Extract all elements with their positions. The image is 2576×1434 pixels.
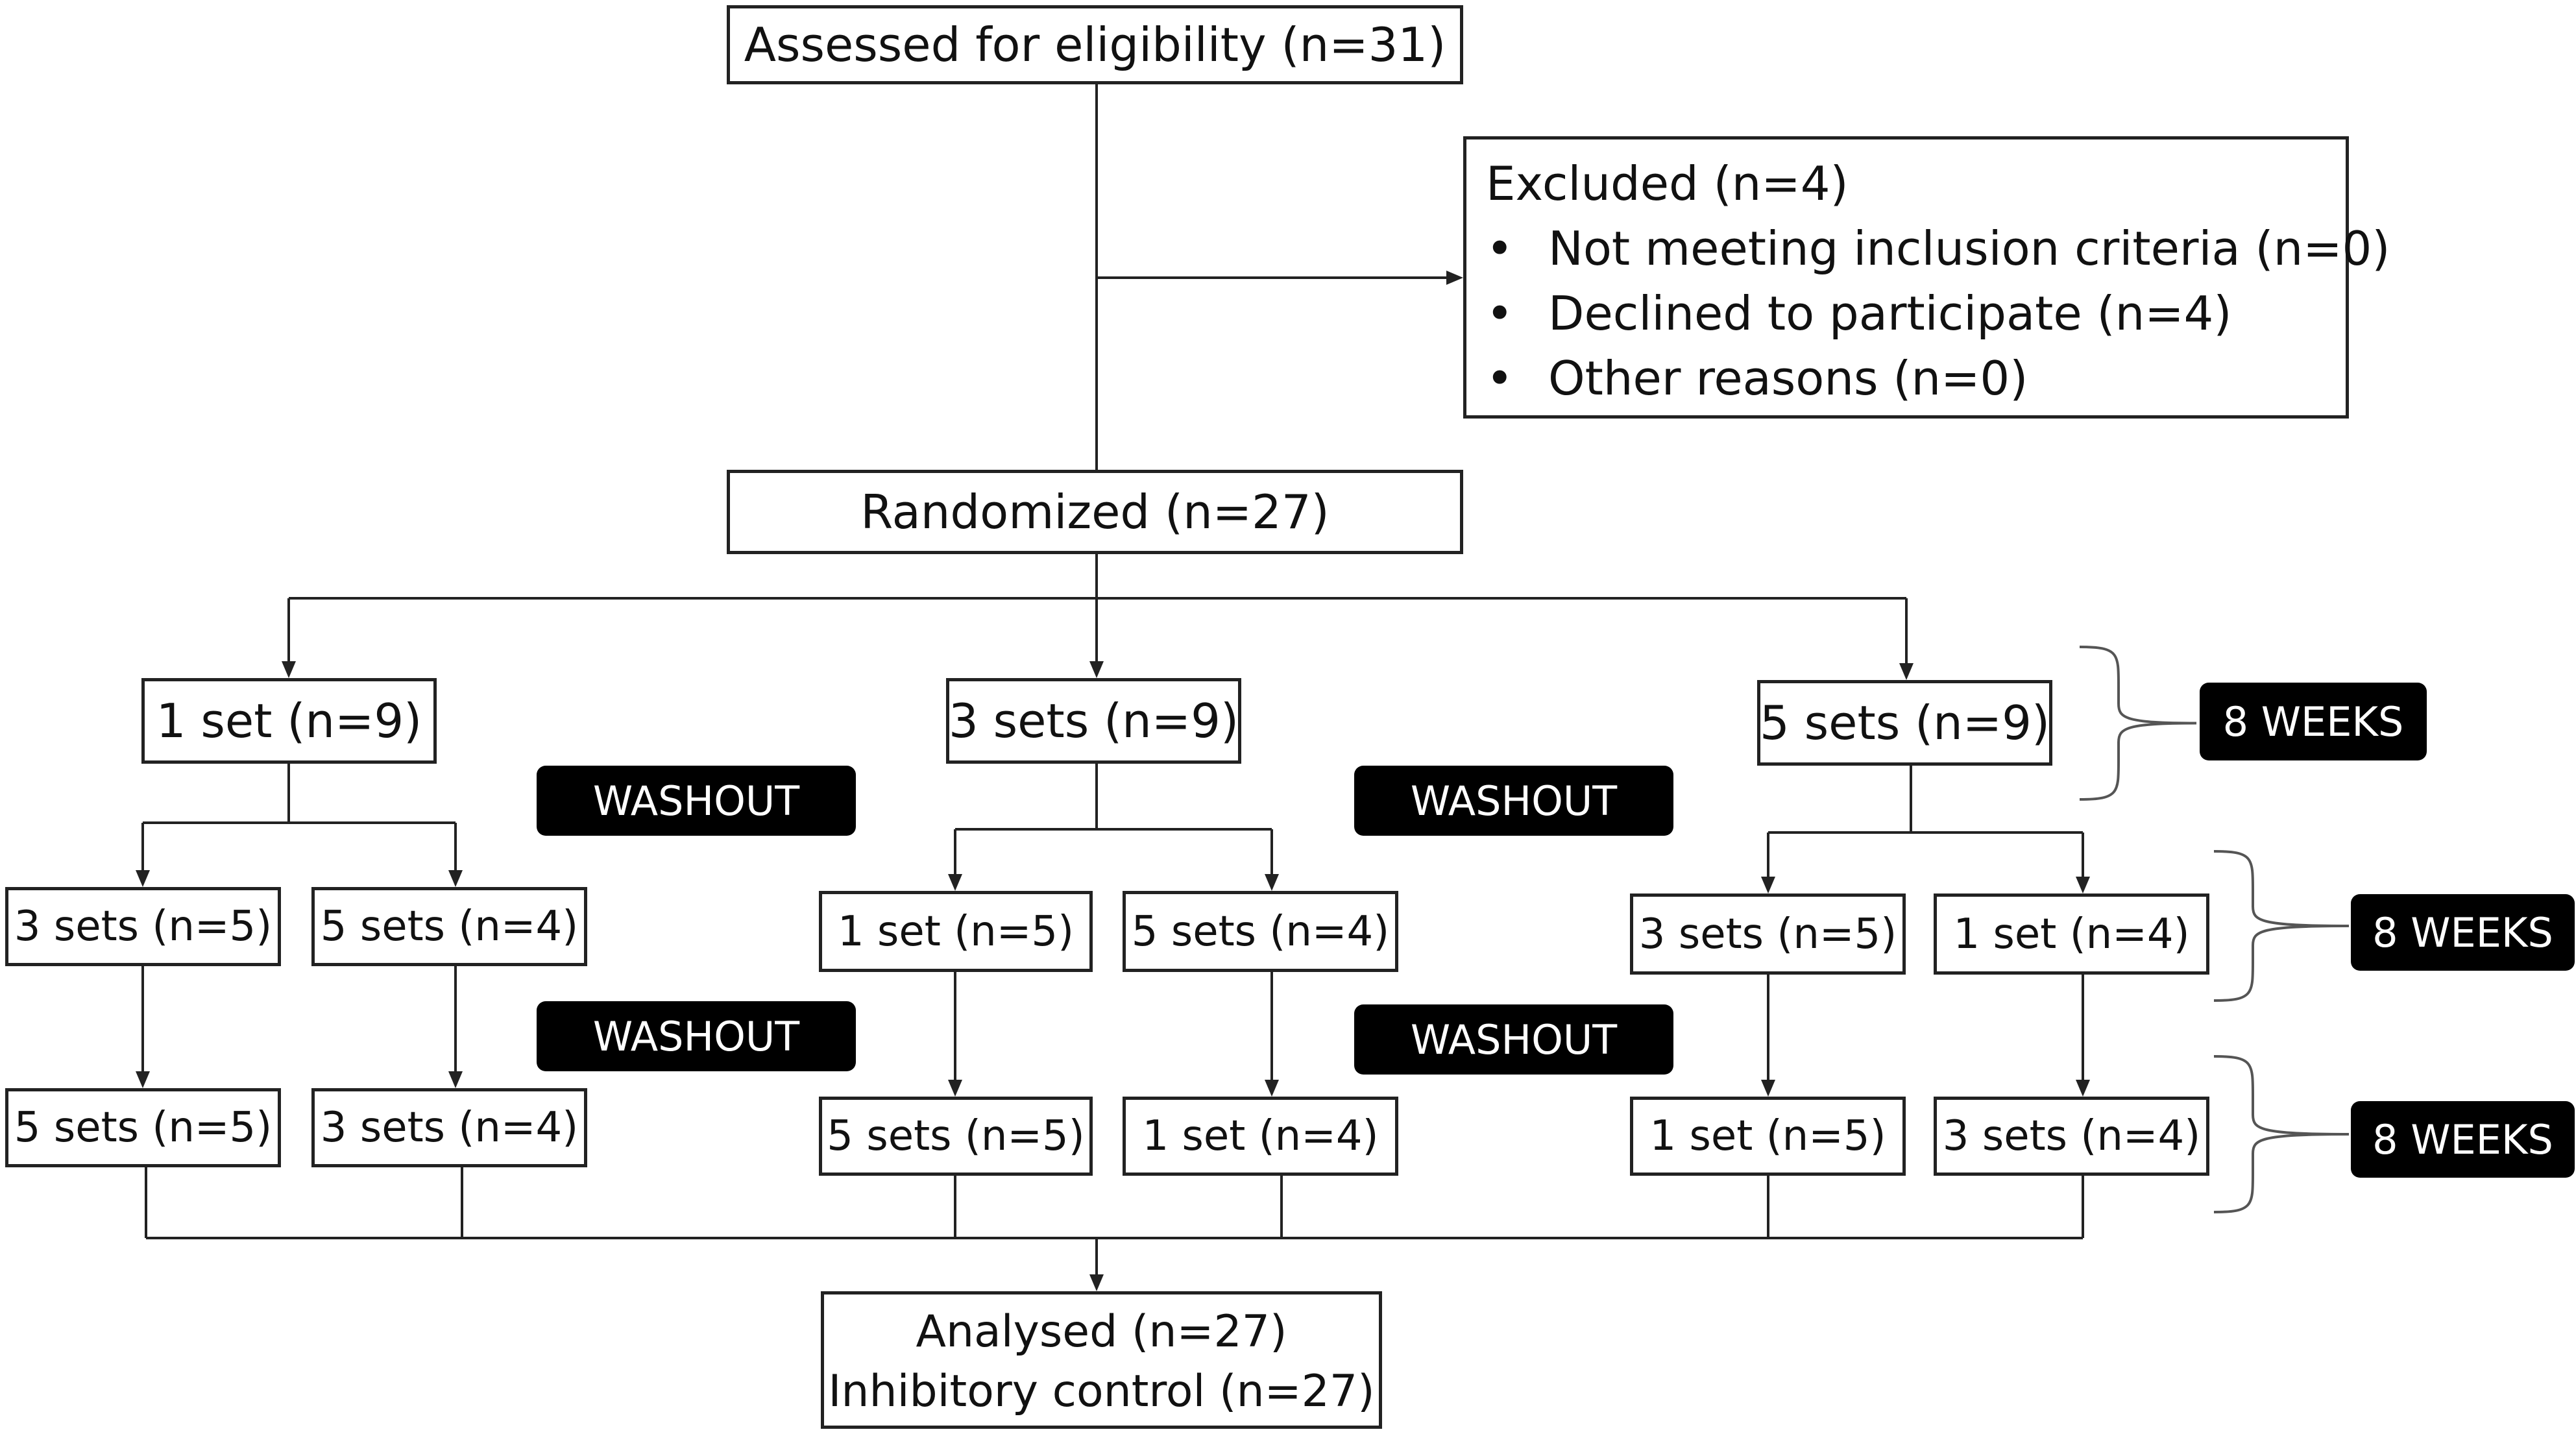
arrowhead-icon (948, 874, 962, 891)
arrowhead-icon (136, 1071, 150, 1088)
analysed-line2: Inhibitory control (n=27) (828, 1366, 1375, 1417)
arm3-first-box: 5 sets (n=9) (1757, 680, 2052, 766)
excluded-item: • Other reasons (n=0) (1486, 346, 2326, 411)
period-label-text: 8 WEEKS (2372, 908, 2553, 956)
arrowhead-icon (1446, 271, 1463, 285)
brace-icon (2079, 646, 2197, 801)
arm2-third-left-box: 5 sets (n=5) (819, 1097, 1093, 1176)
washout-label-text: WASHOUT (592, 777, 800, 825)
arm2-first-label: 3 sets (n=9) (948, 694, 1239, 748)
arrowhead-icon (448, 870, 463, 887)
arrowhead-icon (2076, 1080, 2090, 1097)
assessed-box: Assessed for eligibility (n=31) (727, 5, 1463, 84)
arrowhead-icon (1265, 1080, 1279, 1097)
excluded-list: • Not meeting inclusion criteria (n=0) •… (1486, 216, 2390, 411)
brace-icon (2213, 1055, 2350, 1213)
washout-label-text: WASHOUT (1410, 1015, 1618, 1063)
arrowhead-icon (282, 661, 296, 678)
arrowhead-icon (136, 870, 150, 887)
bullet-icon: • (1486, 286, 1514, 341)
arrowhead-icon (448, 1071, 463, 1088)
arm1-second-left-box: 3 sets (n=5) (5, 887, 281, 966)
washout-label-text: WASHOUT (592, 1012, 800, 1060)
arm2-second-left-box: 1 set (n=5) (819, 891, 1093, 972)
arm1-third-left-box: 5 sets (n=5) (5, 1088, 281, 1167)
excluded-item-label: Other reasons (n=0) (1548, 351, 2028, 406)
arm3-third-left-label: 1 set (n=5) (1649, 1112, 1886, 1160)
bullet-icon: • (1486, 221, 1514, 276)
arm3-third-right-box: 3 sets (n=4) (1934, 1097, 2209, 1176)
arm1-third-left-label: 5 sets (n=5) (14, 1104, 273, 1152)
arm3-third-right-label: 3 sets (n=4) (1942, 1112, 2201, 1160)
arm3-second-left-label: 3 sets (n=5) (1638, 910, 1897, 958)
assessed-label: Assessed for eligibility (n=31) (744, 18, 1446, 72)
arm1-first-label: 1 set (n=9) (156, 694, 422, 748)
arm2-third-right-label: 1 set (n=4) (1142, 1112, 1379, 1160)
excluded-item-label: Not meeting inclusion criteria (n=0) (1548, 221, 2390, 276)
period-label-text: 8 WEEKS (2222, 698, 2404, 746)
period-label: 8 WEEKS (2351, 894, 2575, 971)
excluded-box: Excluded (n=4) • Not meeting inclusion c… (1463, 136, 2390, 419)
arm2-third-left-label: 5 sets (n=5) (827, 1112, 1085, 1160)
arm3-third-left-box: 1 set (n=5) (1630, 1097, 1906, 1176)
arm1-second-right-box: 5 sets (n=4) (311, 887, 587, 966)
arm1-second-right-label: 5 sets (n=4) (320, 903, 579, 951)
arrowhead-icon (1761, 877, 1775, 893)
arm2-second-right-box: 5 sets (n=4) (1123, 891, 1398, 972)
period-label: 8 WEEKS (2351, 1101, 2575, 1178)
washout-label: WASHOUT (537, 766, 856, 836)
period-label-text: 8 WEEKS (2372, 1115, 2553, 1163)
arm2-second-right-label: 5 sets (n=4) (1131, 907, 1390, 956)
washout-label: WASHOUT (1354, 766, 1673, 836)
excluded-item: • Declined to participate (n=4) (1486, 281, 2326, 346)
arm3-second-left-box: 3 sets (n=5) (1630, 893, 1906, 975)
arm1-third-right-label: 3 sets (n=4) (320, 1104, 579, 1152)
arm1-first-box: 1 set (n=9) (141, 678, 437, 764)
arm1-third-right-box: 3 sets (n=4) (311, 1088, 587, 1167)
arrowhead-icon (1265, 874, 1279, 891)
washout-label: WASHOUT (1354, 1004, 1673, 1075)
arrowhead-icon (1089, 661, 1104, 678)
excluded-item: • Not meeting inclusion criteria (n=0) (1486, 216, 2390, 281)
period-label: 8 WEEKS (2200, 683, 2427, 760)
arm3-second-right-label: 1 set (n=4) (1953, 910, 2190, 958)
excluded-title: Excluded (n=4) (1486, 156, 1849, 211)
arm2-second-left-label: 1 set (n=5) (837, 907, 1075, 956)
washout-label-text: WASHOUT (1410, 777, 1618, 825)
randomized-label: Randomized (n=27) (860, 485, 1330, 539)
arm3-second-right-box: 1 set (n=4) (1934, 893, 2209, 975)
arrowhead-icon (1089, 1274, 1104, 1291)
bullet-icon: • (1486, 351, 1514, 406)
arrowhead-icon (948, 1080, 962, 1097)
analysed-box: Analysed (n=27) Inhibitory control (n=27… (821, 1291, 1382, 1429)
analysed-line1: Analysed (n=27) (916, 1306, 1287, 1357)
brace-icon (2213, 850, 2350, 1002)
arm1-second-left-label: 3 sets (n=5) (14, 903, 273, 951)
arrowhead-icon (2076, 877, 2090, 893)
arm2-first-box: 3 sets (n=9) (946, 678, 1241, 764)
washout-label: WASHOUT (537, 1001, 856, 1071)
arm2-third-right-box: 1 set (n=4) (1123, 1097, 1398, 1176)
arrowhead-icon (1899, 663, 1914, 680)
excluded-item-label: Declined to participate (n=4) (1548, 286, 2232, 341)
randomized-box: Randomized (n=27) (727, 470, 1463, 554)
arrowhead-icon (1761, 1080, 1775, 1097)
arm3-first-label: 5 sets (n=9) (1759, 696, 2050, 750)
